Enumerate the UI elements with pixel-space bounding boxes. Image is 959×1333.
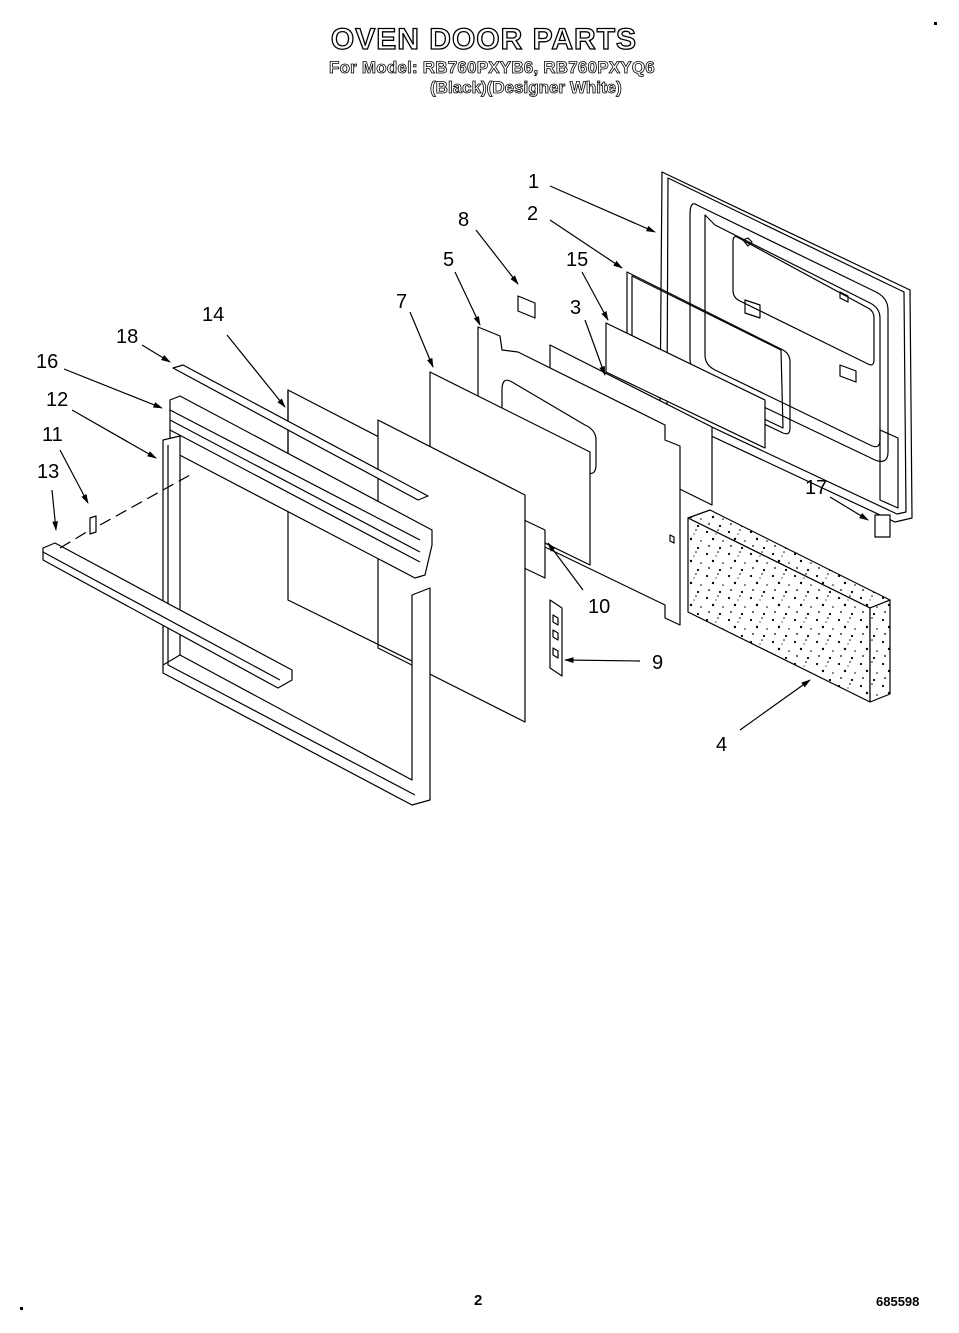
part-10-spacer bbox=[523, 519, 546, 579]
callout-2: 2 bbox=[527, 203, 539, 225]
leader-1 bbox=[549, 185, 656, 233]
part-11-handle-mount bbox=[89, 515, 97, 535]
leader-7 bbox=[409, 311, 434, 368]
leader-12 bbox=[71, 409, 157, 459]
leader-9 bbox=[564, 657, 641, 663]
callout-13: 13 bbox=[37, 461, 60, 483]
callout-4: 4 bbox=[716, 734, 728, 756]
model-line: For Model: RB760PXYB6, RB760PXYQ6 bbox=[329, 58, 656, 78]
callout-14: 14 bbox=[202, 304, 225, 326]
part-13-handle bbox=[42, 542, 293, 689]
color-line: (Black)(Designer White) bbox=[430, 78, 623, 98]
leader-14 bbox=[226, 334, 286, 408]
callout-1: 1 bbox=[528, 171, 540, 193]
part-15-shield bbox=[605, 322, 766, 449]
document-number: 685598 bbox=[876, 1294, 920, 1309]
registration-mark bbox=[934, 22, 937, 25]
callout-9: 9 bbox=[652, 652, 664, 674]
callout-16: 16 bbox=[36, 351, 59, 373]
callout-5: 5 bbox=[443, 249, 455, 271]
callout-7: 7 bbox=[396, 291, 408, 313]
callout-3: 3 bbox=[570, 297, 582, 319]
page-number: 2 bbox=[474, 1292, 483, 1309]
part-18-trim-strip bbox=[172, 364, 429, 501]
leader-5 bbox=[454, 271, 481, 326]
callout-17: 17 bbox=[805, 477, 828, 499]
leader-4 bbox=[739, 679, 811, 731]
callout-15: 15 bbox=[566, 249, 589, 271]
callout-18: 18 bbox=[116, 326, 139, 348]
leader-15 bbox=[581, 271, 609, 321]
part-4-insulation bbox=[687, 509, 891, 703]
callout-10: 10 bbox=[588, 596, 611, 618]
leader-10 bbox=[547, 542, 584, 591]
leader-3 bbox=[584, 319, 606, 376]
part-17-door-stop bbox=[874, 514, 891, 538]
leader-18 bbox=[141, 344, 171, 363]
registration-mark bbox=[20, 1307, 23, 1310]
callout-11: 11 bbox=[42, 424, 63, 446]
part-12-door-frame bbox=[162, 435, 431, 806]
leader-16 bbox=[63, 368, 163, 409]
part-9-glass-clip bbox=[549, 599, 563, 677]
part-16-door-trim bbox=[169, 395, 433, 579]
leader-2 bbox=[549, 219, 623, 269]
leader-13 bbox=[51, 489, 59, 531]
leader-8 bbox=[475, 229, 519, 285]
page-title: OVEN DOOR PARTS bbox=[330, 23, 638, 56]
leader-17 bbox=[829, 496, 869, 521]
callout-8: 8 bbox=[458, 209, 470, 231]
callout-12: 12 bbox=[46, 389, 69, 411]
part-8-bracket bbox=[517, 295, 536, 319]
part-2-liner-frame bbox=[626, 271, 791, 435]
leader-11 bbox=[59, 449, 89, 504]
